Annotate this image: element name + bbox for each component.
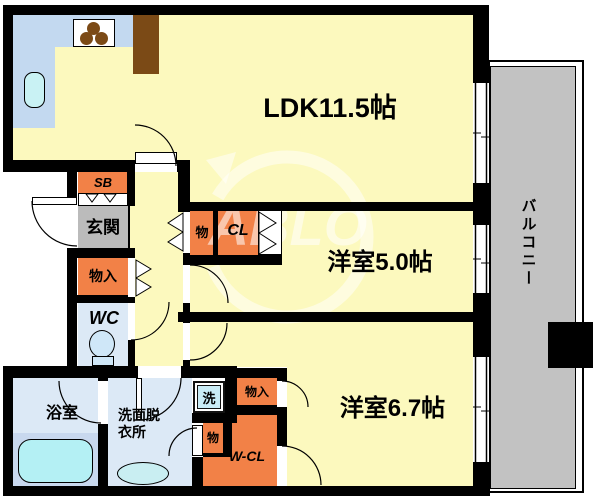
wall (3, 366, 13, 496)
wall (3, 486, 490, 496)
wall (178, 312, 488, 322)
wall (225, 368, 287, 378)
wall (67, 248, 135, 258)
toilet-icon (89, 330, 115, 358)
washroom-label-line1: 洗面脱 (118, 407, 160, 423)
storage-cl-door-opening (183, 212, 190, 253)
hallway-floor (128, 172, 183, 378)
wall (181, 366, 237, 378)
window-ldk (473, 83, 489, 183)
wall (213, 210, 218, 255)
walkin-closet-label: W-CL (228, 448, 266, 464)
kitchen-counter-left (13, 15, 55, 128)
wall (3, 5, 13, 172)
entrance-door-leaf (32, 197, 77, 205)
wall (67, 160, 77, 205)
washing-machine-box (193, 381, 225, 413)
refrigerator-space (133, 14, 159, 74)
wall (473, 5, 489, 83)
washing-machine-inner (197, 385, 221, 409)
genkan-step-line (128, 206, 130, 250)
wall (225, 405, 287, 415)
stove-burner-icon (95, 32, 108, 45)
closet-label: CL (227, 222, 249, 239)
closet-bifold-door (258, 210, 282, 255)
storage-washroom-floor (203, 423, 223, 453)
wc-label: WC (89, 307, 119, 328)
shoebox-door (78, 193, 128, 206)
wall (178, 202, 488, 211)
balcony-label: バルコニー (519, 198, 537, 288)
bathroom-label: 浴室 (45, 405, 78, 422)
wall (183, 360, 190, 378)
kitchen-sink-icon (24, 72, 45, 108)
washer-label: 洗 (202, 390, 216, 406)
wall (98, 424, 108, 486)
bedroom5-label: 洋室5.0帖 (327, 248, 433, 276)
bathroom-door-opening (98, 381, 108, 424)
bedroom67-door-opening (183, 323, 190, 360)
storage-washroom-label: 物 (206, 430, 219, 445)
balcony-pillar (548, 322, 593, 368)
window-bedroom5 (473, 225, 489, 293)
wall (3, 5, 488, 15)
wall (473, 293, 489, 357)
storage-bedroom-label: 物入 (244, 384, 269, 399)
wall (277, 370, 287, 381)
storage-bedroom-door-opening (277, 381, 287, 407)
wall (473, 183, 489, 225)
stove-burner-icon (87, 22, 100, 35)
wall (225, 367, 237, 415)
toilet-base-icon (92, 356, 114, 366)
wall (192, 413, 237, 423)
wall (67, 295, 135, 303)
washroom-label-line2: 衣所 (118, 424, 146, 440)
storage-hall-door-opening (128, 258, 135, 297)
wall (183, 255, 282, 265)
walkin-closet-floor (232, 415, 277, 486)
storage-hall-label: 物入 (89, 268, 117, 284)
shoebox-label: SB (93, 174, 113, 190)
storage-cl-label: 物 (195, 225, 209, 240)
washroom-label: 洗面脱 衣所 (118, 407, 182, 443)
bedroom67-label: 洋室6.7帖 (339, 394, 446, 422)
wc-door-opening (128, 303, 135, 340)
storage-bedroom-floor (237, 377, 277, 405)
genkan-floor (78, 206, 128, 250)
washbasin-icon (117, 462, 169, 485)
walkin-closet-floor-l (203, 455, 232, 486)
ldk-label: LDK11.5帖 (263, 92, 397, 123)
storage-washroom-door-leaf (192, 425, 203, 456)
wall (183, 253, 190, 265)
bathtub-icon (18, 439, 93, 483)
wall (203, 453, 232, 457)
entrance-door-opening (67, 205, 77, 248)
storage-hall-floor (78, 257, 128, 295)
wall (178, 160, 190, 212)
wall (127, 160, 135, 206)
wall (277, 407, 287, 446)
wall (3, 366, 138, 378)
wall (128, 340, 135, 368)
room-bedroom67-floor (287, 367, 473, 486)
bedroom5-door-opening (183, 265, 190, 303)
wall (223, 415, 232, 455)
ldk-hall-door-leaf (135, 152, 177, 164)
room-bedroom67-floor-upper (190, 322, 473, 367)
wall (67, 248, 77, 368)
walkin-closet-door-opening (277, 446, 287, 485)
wall (192, 457, 203, 486)
balcony-floor (490, 66, 576, 489)
wall (183, 303, 190, 323)
wall (473, 462, 489, 496)
genkan-label: 玄関 (86, 217, 120, 237)
washroom-door-opening (138, 366, 181, 378)
stove-burner-icon (80, 32, 93, 45)
shoebox-sb (78, 172, 128, 193)
wall (98, 377, 108, 381)
